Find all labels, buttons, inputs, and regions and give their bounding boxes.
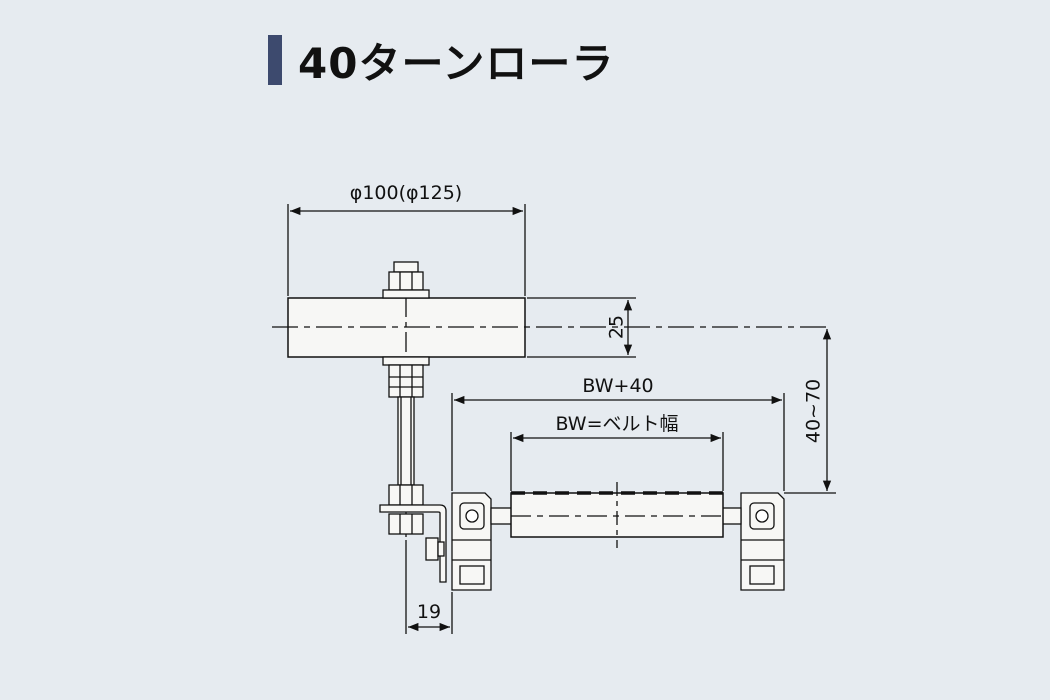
title-accent-bar: [268, 35, 282, 85]
dimension-belt-width: [510, 432, 724, 491]
top-nut: [382, 261, 430, 299]
left-frame-profile: [451, 492, 492, 591]
dimension-frame-width: [451, 393, 785, 491]
bottom-nut-stack: [388, 484, 424, 535]
dimension-offset: [405, 540, 453, 634]
l-bracket: [379, 504, 447, 583]
dimension-height-range: [784, 329, 836, 494]
belt-roller: [510, 492, 724, 538]
center-lines: [272, 262, 830, 540]
offset-label: 19: [417, 601, 441, 623]
dimension-roller-diameter: [287, 204, 526, 296]
dimension-roller-height: [527, 297, 636, 358]
belt-width-label: BW=ベルト幅: [555, 413, 678, 435]
roller-height-label: 25: [606, 315, 628, 339]
right-frame-profile: [740, 492, 785, 591]
roller-diameter-label: φ100(φ125): [350, 182, 462, 204]
threaded-bolt: [397, 396, 415, 486]
lower-nut-stack: [382, 356, 430, 398]
height-range-label: 40~70: [803, 379, 825, 443]
page-title: 40ターンローラ: [298, 38, 615, 88]
title-block: 40ターンローラ: [268, 34, 614, 88]
frame-width-label: BW+40: [582, 375, 653, 397]
